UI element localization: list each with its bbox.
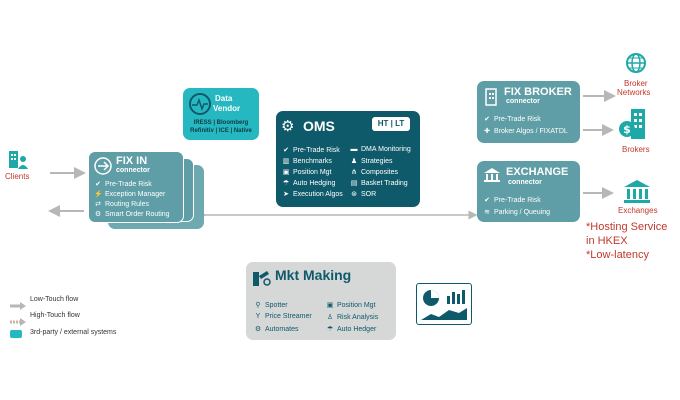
fix-in-item-2: ⇄Routing Rules [95,200,149,209]
fix-broker-box: FIX BROKER connector ✔Pre-Trade Risk ✚Br… [477,81,580,143]
exchange-item-1: ≋Parking / Queuing [484,208,551,217]
data-vendor-line-2: Refinitiv | ICE | Native [190,128,252,134]
fix-in-item-3: ⚙Smart Order Routing [94,210,170,219]
legend-high-touch-arrow [10,313,26,331]
shield-check-icon: ✔ [484,197,490,204]
brokers-label: Brokers [622,145,650,154]
building-icon [483,86,499,111]
pulse-icon [189,93,211,120]
pnl-icon: ▣ [282,169,290,176]
broker-networks-label-2: Networks [617,88,651,97]
algo-icon: ➤ [283,191,289,198]
gear-icon: ⚙ [94,211,102,218]
sor-icon: ⊛ [351,191,357,198]
clients-icon [8,150,28,175]
oms-box: ⚙ OMS HT | LT ✔Pre-Trade Risk ▥Benchmark… [276,111,420,207]
bar-chart-icon: ▥ [282,158,290,165]
oms-left-item-3: ☂Auto Hedging [282,179,336,188]
gear-icon: ⚙ [254,326,262,333]
note-low-latency: *Low-latency [586,249,649,261]
gear-icon: ⚙ [281,118,295,135]
oms-right-item-1: ♟Strategies [350,157,393,166]
legend-low-touch-arrow [10,297,26,315]
legend-low-touch: Low-Touch flow [30,296,79,303]
shield-check-icon: ✔ [95,181,101,188]
oms-title: OMS [303,118,335,134]
globe-icon [625,52,647,79]
algo-icon: ✚ [484,128,490,135]
legend-third-party-swatch [10,330,22,338]
mkt-right-item-0: ▣Position Mgt [326,301,376,310]
composites-icon: ⋔ [351,169,357,176]
mkt-left-item-2: ⚙Automates [254,325,299,334]
streamer-icon: Y [255,313,261,320]
strategy-icon: ♟ [350,158,358,165]
note-hosting: *Hosting Service [586,221,668,233]
exchange-box: EXCHANGE connector ✔Pre-Trade Risk ≋Park… [477,161,580,222]
bank-icon [483,167,501,188]
legend-third-party: 3rd-party / external systems [30,329,117,336]
dma-icon: ▬ [350,146,358,153]
oms-right-item-2: ⋔Composites [351,168,398,177]
basket-icon: ▤ [350,180,358,187]
spotter-icon: ⚲ [255,302,261,309]
oms-right-item-0: ▬DMA Monitoring [350,146,411,153]
oms-badge: HT | LT [372,117,410,131]
fix-broker-title: FIX BROKER [504,86,572,98]
oms-left-item-1: ▥Benchmarks [282,157,332,166]
svg-text:$: $ [623,123,631,136]
mkt-right-item-2: ☂Auto Hedger [326,325,377,334]
mkt-right-item-1: ♙Risk Analysis [326,313,379,322]
mkt-left-item-0: ⚲Spotter [255,301,288,310]
risk-icon: ♙ [326,314,334,321]
brokers-icon: $ [617,107,651,146]
pnl-icon: ▣ [326,302,334,309]
fix-in-item-1: ⚡Exception Manager [94,190,166,199]
exchange-title: EXCHANGE [506,166,569,178]
oms-right-item-3: ▤Basket Trading [350,179,408,188]
data-vendor-title-2: Vendor [213,104,241,113]
data-vendor-line-1: IRESS | Bloomberg [193,120,249,126]
exchanges-bank-icon [622,178,652,209]
fix-in-title: FIX IN [116,155,148,167]
fix-broker-item-1: ✚Broker Algos / FIXATDL [484,127,568,136]
layers-icon: ≋ [484,209,490,216]
note-hkex: in HKEX [586,235,628,247]
analytics-icon [416,283,472,325]
exchange-item-0: ✔Pre-Trade Risk [484,196,541,205]
data-vendor-box: Data Vendor IRESS | Bloomberg Refinitiv … [183,88,259,140]
oms-right-item-4: ⊛SOR [351,190,377,199]
fix-broker-sub: connector [506,98,540,105]
mkt-making-title: Mkt Making [275,267,352,283]
data-vendor-title-1: Data [215,94,233,103]
fix-in-box: FIX IN connector ✔Pre-Trade Risk ⚡Except… [88,151,184,223]
exchanges-label: Exchanges [618,206,658,215]
broker-networks-label-1: Broker [624,79,648,88]
oms-left-item-4: ➤Execution Algos [283,190,343,199]
exchange-sub: connector [508,179,542,186]
lightning-icon: ⚡ [94,191,103,198]
fix-in-sub: connector [116,167,150,174]
fix-broker-item-0: ✔Pre-Trade Risk [484,115,541,124]
shield-check-icon: ✔ [484,116,490,123]
oms-left-item-0: ✔Pre-Trade Risk [283,146,340,155]
clients-label: Clients [5,172,30,181]
umbrella-icon: ☂ [326,326,334,333]
shield-check-icon: ✔ [283,147,289,154]
robot-arm-icon [251,268,271,293]
fix-in-icon [94,157,112,180]
fix-in-item-0: ✔Pre-Trade Risk [95,180,152,189]
umbrella-icon: ☂ [282,180,290,187]
legend-high-touch: High-Touch flow [30,312,80,319]
oms-left-item-2: ▣Position Mgt [282,168,332,177]
route-icon: ⇄ [95,201,101,208]
